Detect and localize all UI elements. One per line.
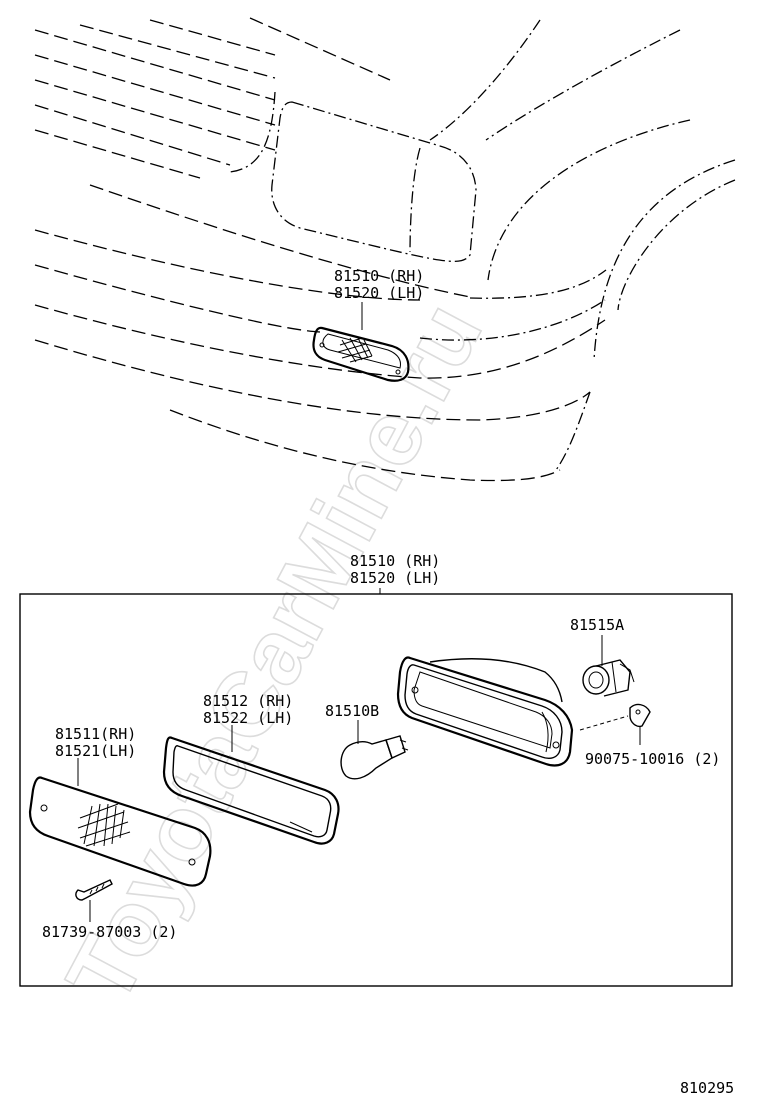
lamp-housing [396, 656, 574, 767]
leader-clip [579, 715, 629, 731]
lens [28, 776, 212, 887]
gasket [162, 736, 340, 845]
label-screw: 81739-87003 (2) [42, 923, 177, 941]
bulb-socket [582, 659, 635, 697]
label-clip: 90075-10016 (2) [585, 750, 720, 768]
label-assembly-top-rh: 81510 (RH) [334, 267, 424, 285]
screw [75, 879, 113, 901]
label-gasket-rh: 81512 (RH) [203, 692, 293, 710]
label-bulb: 81510B [325, 702, 379, 720]
side-marker-on-vehicle [312, 326, 410, 382]
label-assembly-box-rh: 81510 (RH) [350, 552, 440, 570]
label-assembly-box-lh: 81520 (LH) [350, 569, 440, 587]
label-gasket-lh: 81522 (LH) [203, 709, 293, 727]
watermark: ToyotaCarMine.ru [48, 287, 502, 1019]
label-lens-rh: 81511(RH) [55, 725, 136, 743]
clip [629, 703, 651, 728]
bulb [340, 735, 409, 780]
label-socket: 81515A [570, 616, 624, 634]
label-lens-lh: 81521(LH) [55, 742, 136, 760]
label-assembly-top-lh: 81520 (LH) [334, 284, 424, 302]
vehicle-body-outline [34, 17, 736, 482]
exploded-view-frame [19, 593, 733, 987]
diagram-code: 810295 [680, 1079, 734, 1097]
